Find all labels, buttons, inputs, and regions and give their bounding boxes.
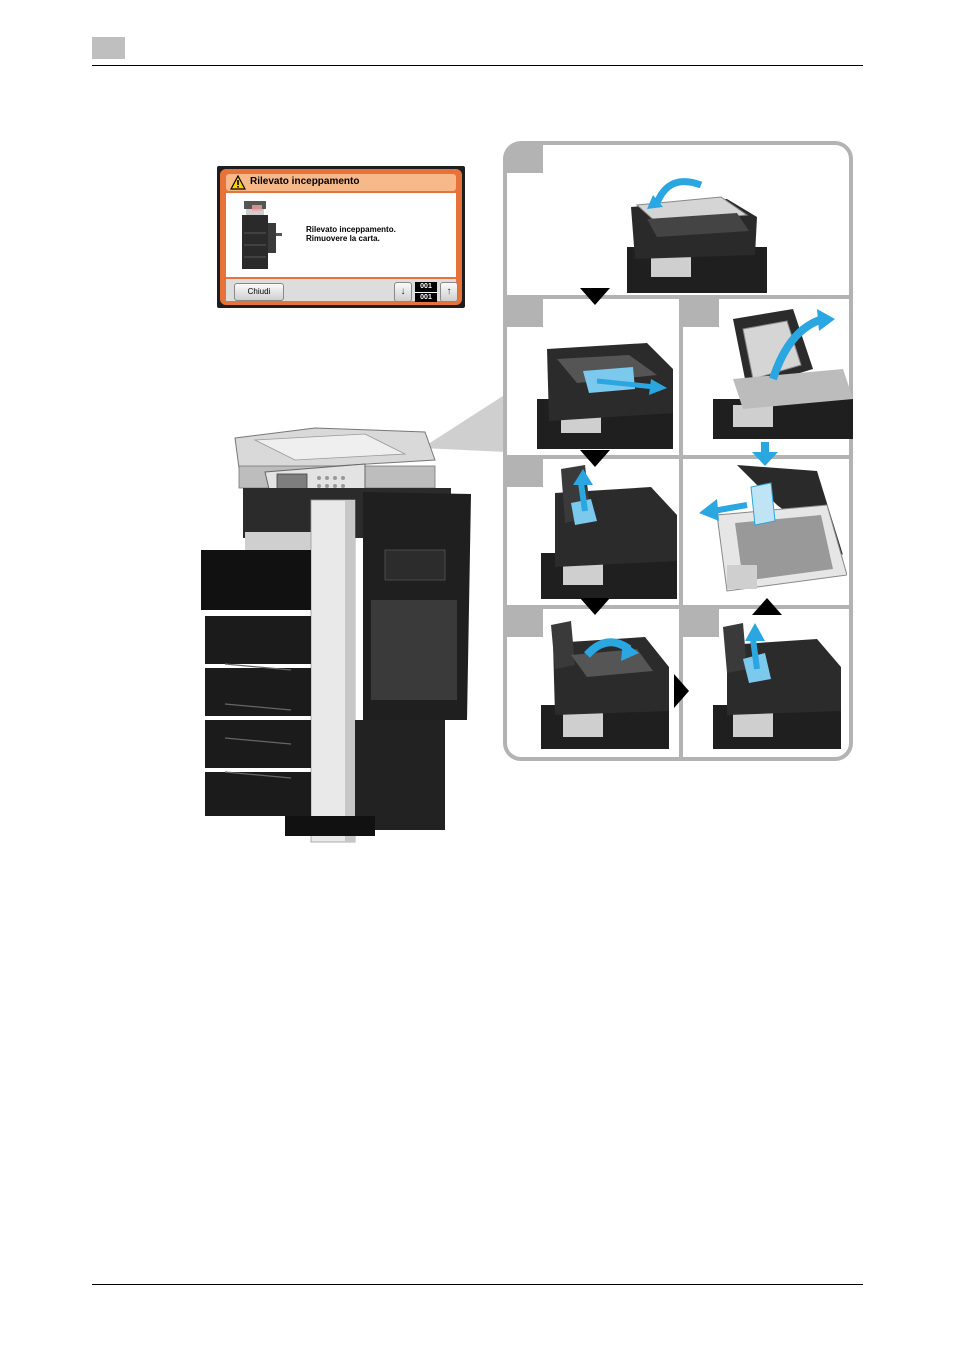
footer-rule (92, 1284, 863, 1285)
step-open-feeder-cover (617, 167, 767, 293)
dialog-frame: Rilevato inceppamento Rilevato inceppame… (220, 169, 462, 305)
step-pull-paper (537, 329, 677, 449)
jam-message-dialog: Rilevato inceppamento Rilevato inceppame… (217, 166, 465, 308)
grid-line (507, 295, 849, 299)
dialog-message: Rilevato inceppamento. Rimuovere la cart… (306, 225, 396, 243)
dialog-title: Rilevato inceppamento (250, 176, 359, 187)
step-tab (507, 145, 543, 173)
arrow-right-icon (674, 674, 690, 708)
dialog-message-line1: Rilevato inceppamento. (306, 225, 396, 234)
jam-removal-steps-panel (503, 141, 853, 761)
current-page: 001 (415, 282, 437, 291)
arrow-down-icon (580, 450, 610, 468)
blue-arrow-down-icon (752, 442, 778, 466)
dialog-title-bar: Rilevato inceppamento (226, 174, 456, 191)
dialog-body: Rilevato inceppamento. Rimuovere la cart… (226, 193, 456, 277)
step-remove-from-glass (697, 465, 847, 597)
step-tab (507, 459, 543, 487)
total-pages: 001 (415, 292, 437, 302)
chapter-number-box (92, 37, 125, 59)
grid-line (507, 455, 849, 459)
arrow-down-icon (580, 598, 610, 616)
arrow-down-icon (580, 288, 610, 306)
step-remove-inner-paper (541, 463, 681, 599)
grid-line (507, 605, 849, 609)
close-button[interactable]: Chiudi (234, 283, 284, 301)
step-tab (507, 609, 543, 637)
header-rule (92, 65, 863, 66)
arrow-up-icon[interactable]: ↑ (440, 282, 458, 302)
warning-icon (230, 175, 246, 190)
machine-thumbnail (238, 199, 284, 273)
step-pull-paper-up (713, 613, 853, 749)
dialog-message-line2: Rimuovere la carta. (306, 234, 396, 243)
dialog-footer: Chiudi ↓ 001 001 ↑ (226, 279, 456, 301)
copier-machine-illustration (195, 420, 475, 845)
arrow-up-icon (752, 598, 782, 616)
page-counter: 001 001 (415, 282, 437, 302)
step-tab (507, 299, 543, 327)
step-lift-feeder (713, 309, 853, 439)
step-turn-knob (541, 615, 681, 749)
arrow-down-icon[interactable]: ↓ (394, 282, 412, 302)
